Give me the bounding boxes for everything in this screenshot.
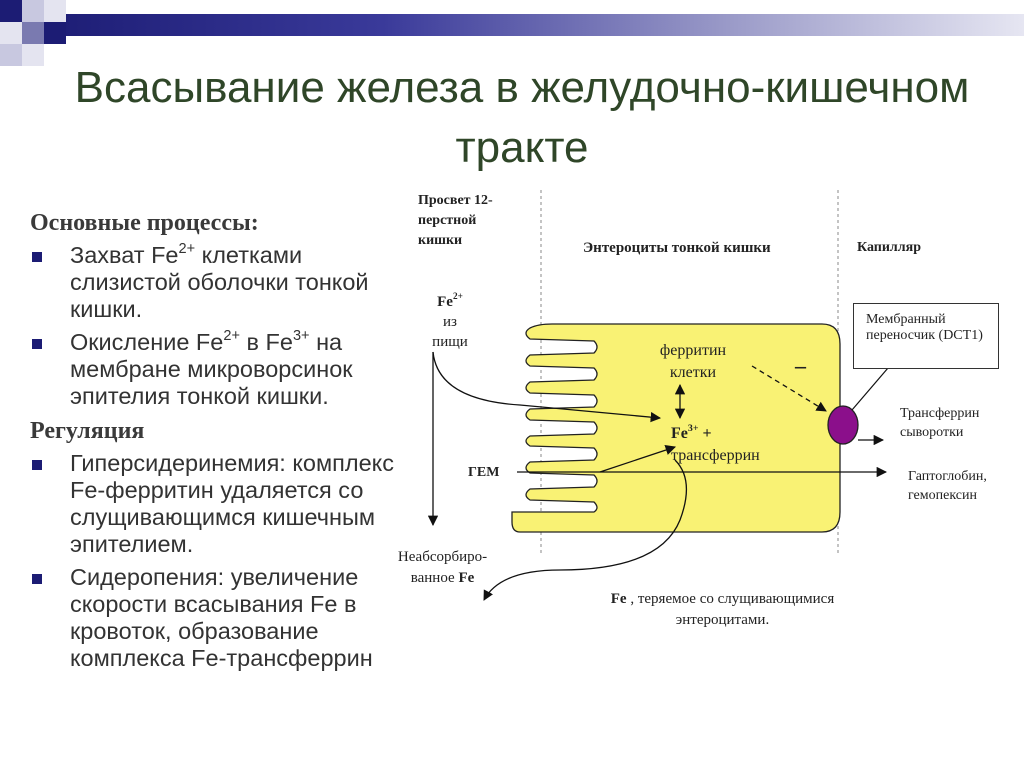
lost-fe-label: Fe , теряемое со слущивающимися энтероци… <box>565 589 880 631</box>
bullet-uptake: Захват Fe2+ клетками слизистой оболочки … <box>30 240 415 323</box>
unabsorbed-line1: Неабсорбиро- <box>397 549 488 565</box>
gem-label: ГЕМ <box>468 465 500 480</box>
fe-symbol: Fe <box>458 570 475 586</box>
bullet-text: Окисление Fe <box>70 329 224 355</box>
left-text-column: Основные процессы: Захват Fe2+ клетками … <box>30 208 415 678</box>
superscript: 3+ <box>292 327 310 344</box>
unabsorbed-line2: ванное <box>410 570 459 586</box>
decor-square <box>22 22 44 44</box>
serum-transferrin-label: Трансферрин сыворотки <box>900 406 980 440</box>
unabsorbed-fe-label: Неабсорбиро- ванное Fe <box>380 547 505 589</box>
bullet-text: Гиперсидеринемия: комплекс Fe-ферритин у… <box>70 450 394 557</box>
transporter-pointer-line <box>851 367 889 411</box>
uptake-arrow <box>432 351 662 423</box>
lost-fe-arrow <box>483 459 688 601</box>
square-bullet-icon <box>32 252 42 262</box>
bullet-text: Захват Fe <box>70 242 179 268</box>
section-heading-regulation: Регуляция <box>30 418 145 444</box>
decor-square <box>0 0 22 22</box>
transporter-dct1-icon <box>827 405 859 445</box>
bullet-text: в Fe <box>239 329 293 355</box>
plus-sign: + <box>698 425 712 442</box>
transferrin-text: трансферрин <box>671 447 760 464</box>
superscript: 3+ <box>687 422 699 434</box>
decor-square <box>22 0 44 22</box>
section-heading-main-processes: Основные процессы: <box>30 210 259 236</box>
fe-symbol: Fe <box>671 425 688 442</box>
decor-square <box>44 0 66 22</box>
minus-sign: – <box>795 353 806 378</box>
fe-from-text: из <box>443 314 457 330</box>
superscript: 2+ <box>178 240 196 257</box>
inhibition-dashed-arrow <box>751 365 827 412</box>
capillary-label: Капилляр <box>857 240 921 255</box>
decor-square <box>0 44 22 66</box>
enterocytes-label: Энтероциты тонкой кишки <box>583 240 771 256</box>
ferritin-label: ферритин клетки <box>659 342 727 381</box>
decor-square <box>44 22 66 44</box>
slide-title: Всасывание железа в желудочно-кишечном т… <box>74 63 970 172</box>
gem-to-fe3-arrow <box>599 445 676 473</box>
fe3-transferrin-label: Fe3+ + трансферрин <box>671 423 760 467</box>
lumen-label: Просвет 12-перстной кишки <box>418 193 493 248</box>
bullet-text: на мембране микроворсинок эпителия тонко… <box>70 329 353 409</box>
fe-symbol: Fe <box>437 294 453 310</box>
bullet-oxidation: Окисление Fe2+ в Fe3+ на мембране микров… <box>30 327 415 410</box>
lost-fe-text: , теряемое со слущивающимися энтероцитам… <box>626 591 835 628</box>
decor-square <box>22 44 44 66</box>
fe-symbol: Fe <box>610 591 627 607</box>
enterocyte-cell <box>511 323 841 533</box>
bullet-hypersiderinemia: Гиперсидеринемия: комплекс Fe-ферритин у… <box>30 450 415 558</box>
bullet-text: Сидеропения: увеличение скорости всасыва… <box>70 564 373 671</box>
superscript: 2+ <box>452 292 463 303</box>
bullet-sideropenia: Сидеропения: увеличение скорости всасыва… <box>30 564 415 672</box>
bullet-text: клетками слизистой оболочки тонкой кишки… <box>70 242 369 322</box>
square-bullet-icon <box>32 460 42 470</box>
square-bullet-icon <box>32 574 42 584</box>
fe-food-text: пищи <box>432 334 468 350</box>
superscript: 2+ <box>223 327 240 344</box>
transporter-callout: Мембранный переносчик (DCT1) <box>853 303 999 369</box>
decor-square <box>0 22 22 44</box>
header-gradient-bar <box>38 14 1024 36</box>
square-bullet-icon <box>32 339 42 349</box>
fe-from-food-label: Fe2+ из пищи <box>420 292 480 352</box>
haptoglobin-label: Гаптоглобин, гемопексин <box>908 469 987 503</box>
